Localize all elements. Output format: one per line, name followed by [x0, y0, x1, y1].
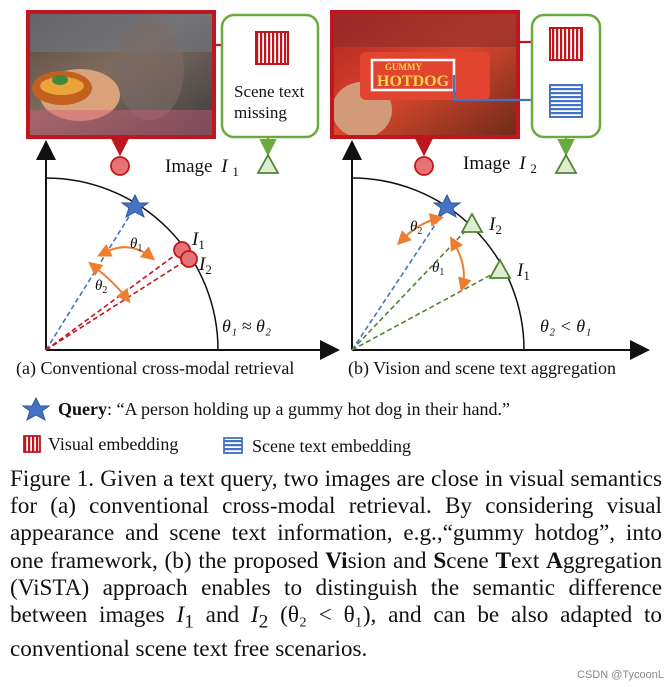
panel-caption-right: (b) Vision and scene text aggregation	[348, 358, 616, 379]
figure-diagram: Scene text missing Image I 1 θ1 θ2 I1	[16, 10, 650, 456]
theta1-right: θ1	[432, 260, 444, 278]
i1-point-right	[488, 258, 512, 279]
relation-right: θ₂ < θ₁	[540, 316, 591, 336]
legend-query: Query: “A person holding up a gummy hot …	[58, 399, 510, 419]
watermark: CSDN @TycoonL	[577, 669, 664, 681]
visual-feature-circle-right	[414, 156, 434, 176]
scene-text-embedding-icon-right	[549, 84, 583, 118]
visual-feature-circle	[110, 156, 130, 176]
i1-label-left: I1	[191, 229, 205, 252]
visual-embedding-icon	[255, 31, 289, 65]
i2-label-left: I2	[198, 254, 212, 277]
i2-point-left	[180, 250, 198, 268]
theta1-left: θ1	[130, 236, 142, 254]
photo-text: HOTDOG	[377, 73, 450, 90]
text-feature-triangle	[256, 153, 280, 174]
right-panel: GUMMY HOTDOG Image I 2	[330, 10, 650, 379]
text-feature-triangle-right	[554, 153, 578, 174]
visual-embedding-legend-icon	[23, 435, 41, 453]
theta2-right: θ2	[410, 219, 422, 237]
theta2-left: θ2	[95, 278, 107, 296]
image-label-left: Image I 1	[165, 156, 239, 179]
relation-left: θ₁ ≈ θ₂	[222, 316, 271, 336]
legend: Query: “A person holding up a gummy hot …	[21, 396, 510, 456]
query-star-right	[432, 193, 462, 219]
query-star-left	[120, 193, 150, 219]
i1-label-right: I1	[516, 260, 530, 283]
panel-caption-left: (a) Conventional cross-modal retrieval	[16, 358, 294, 379]
image-label-right: Image I 2	[463, 153, 537, 176]
left-panel: Scene text missing Image I 1 θ1 θ2 I1	[16, 10, 340, 379]
visual-embedding-icon-right	[549, 27, 583, 61]
photo-text-top: GUMMY	[385, 62, 422, 72]
legend-scene-text-embedding: Scene text embedding	[252, 436, 411, 456]
i2-label-right: I2	[488, 214, 502, 237]
scene-text-missing-label: Scene text missing	[234, 82, 309, 122]
query-star-legend	[21, 396, 51, 422]
scene-text-embedding-legend-icon	[223, 437, 243, 454]
right-photo: GUMMY HOTDOG	[330, 10, 520, 139]
left-photo	[26, 10, 216, 139]
i2-point-right	[460, 212, 484, 233]
legend-visual-embedding: Visual embedding	[48, 434, 178, 454]
figure-caption: Figure 1. Given a text query, two images…	[10, 466, 662, 662]
